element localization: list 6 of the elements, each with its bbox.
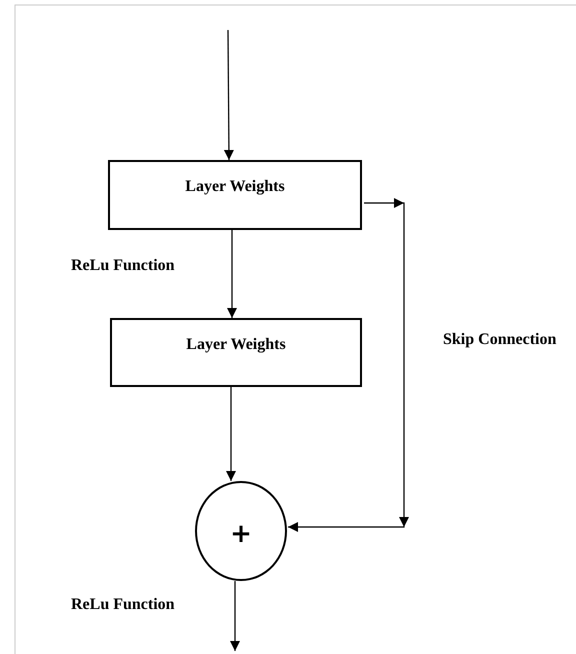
box-label: Layer Weights: [186, 336, 286, 353]
edge-label: Skip Connection: [443, 331, 556, 349]
box-label: Layer Weights: [185, 178, 285, 195]
layer-box: [108, 160, 362, 230]
plus-sign: +: [230, 519, 252, 549]
layer-box: [110, 318, 362, 387]
